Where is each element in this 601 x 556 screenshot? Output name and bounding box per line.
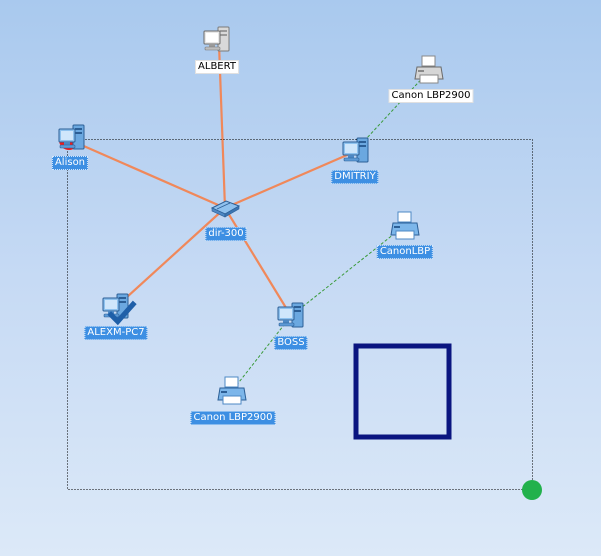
link-router-dmitriy[interactable] [224,150,355,210]
link-dmitriy-canon_top[interactable] [353,71,429,153]
node-canon-top[interactable] [412,53,446,87]
node-boss[interactable] [274,299,308,333]
link-router-alison[interactable] [69,138,226,210]
node-albert[interactable] [200,23,234,57]
node-alexm[interactable] [99,290,137,326]
link-boss-canon_bottom[interactable] [231,315,292,392]
link-router-alexm[interactable] [115,207,226,308]
label-dmitriy[interactable]: DMITRIY [331,170,379,184]
label-alison[interactable]: Alison [51,156,89,170]
link-router-boss[interactable] [224,207,292,317]
printer-icon [215,376,249,412]
printer-icon [388,211,422,247]
highlight-square[interactable] [353,343,452,440]
computer-icon [55,124,89,159]
node-canonlbp[interactable] [388,209,422,243]
label-canon-top[interactable]: Canon LBP2900 [388,89,474,103]
computer-icon [274,302,308,337]
printer-icon [412,55,446,91]
selection-rectangle [67,139,533,490]
resize-handle-green[interactable] [522,480,542,500]
computer-icon [200,26,234,61]
label-albert[interactable]: ALBERT [195,60,239,74]
node-alison[interactable] [55,121,89,155]
label-boss[interactable]: BOSS [274,336,308,350]
label-alexm[interactable]: ALEXM-PC7 [84,326,148,340]
label-canon-bottom[interactable]: Canon LBP2900 [190,411,276,425]
label-router[interactable]: dir-300 [205,227,247,241]
computer-icon [339,137,373,172]
router-icon [208,200,242,229]
link-boss-canonlbp[interactable] [290,225,405,317]
label-canonlbp[interactable]: CanonLBP [376,245,434,259]
node-canon-bottom[interactable] [215,374,249,408]
checkmark-icon [105,296,139,334]
node-router[interactable] [208,191,242,225]
node-dmitriy[interactable] [339,134,373,168]
